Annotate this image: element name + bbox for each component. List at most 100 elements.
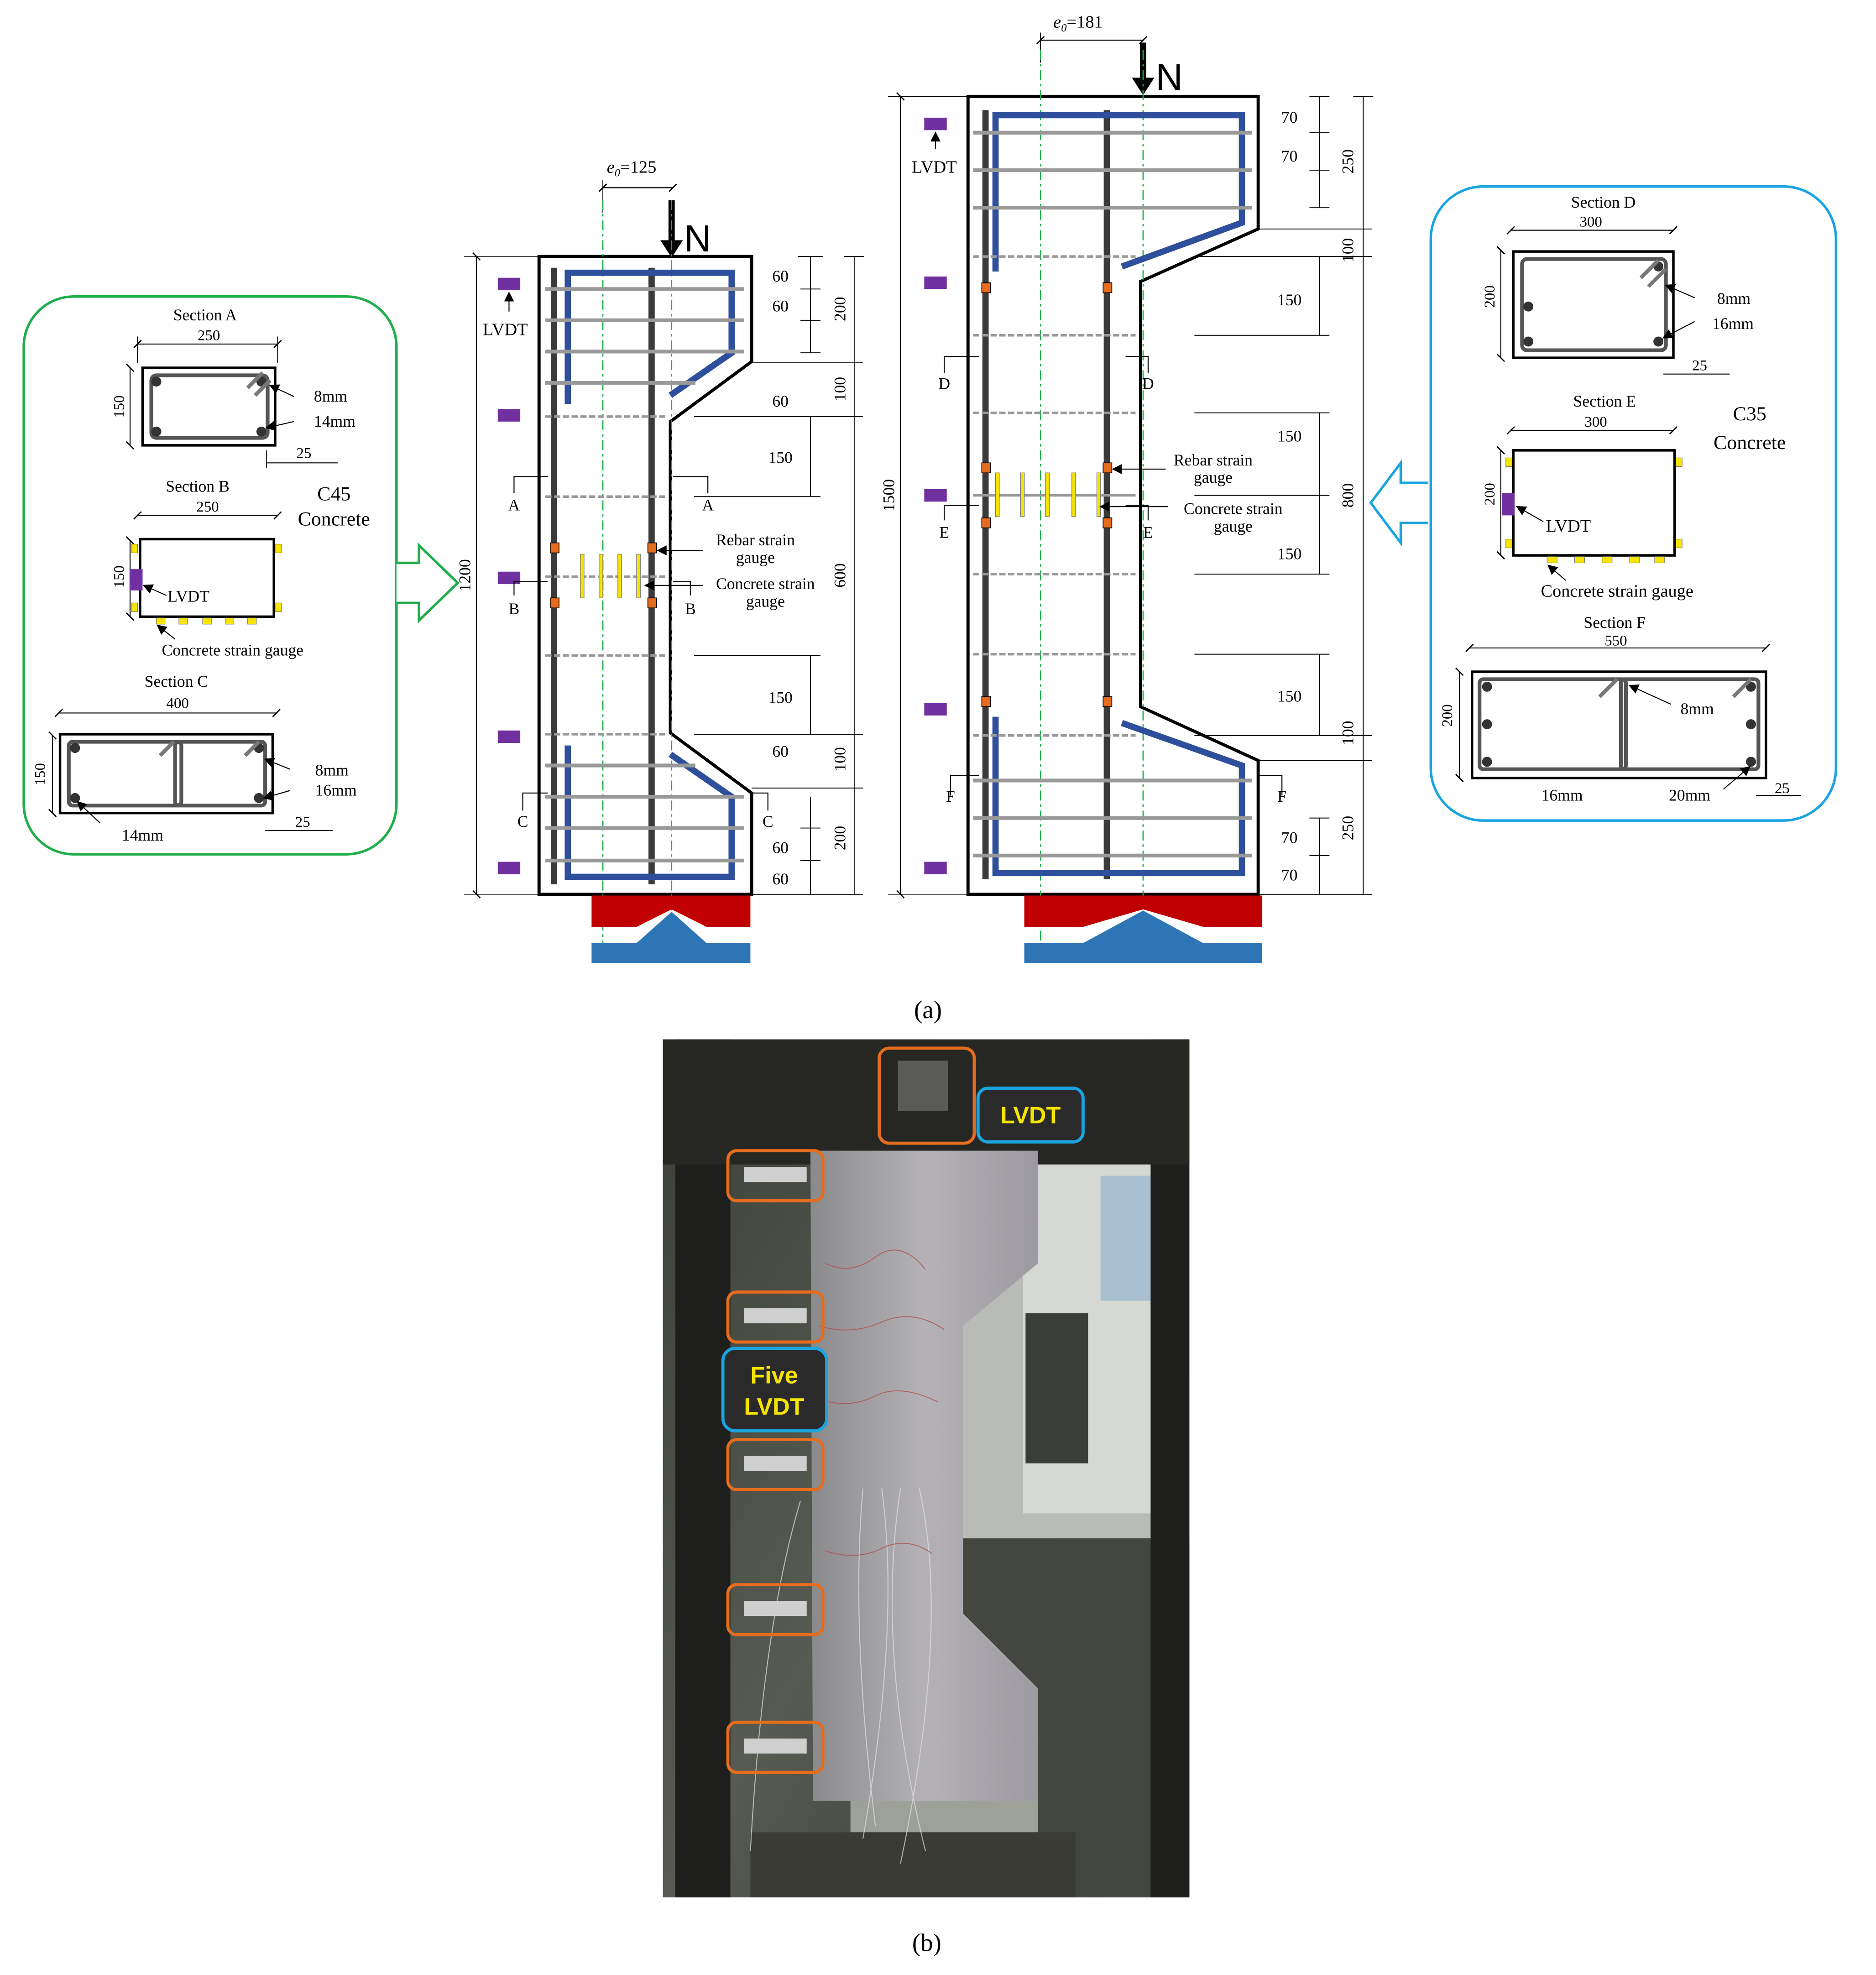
section-d-height: 200: [1482, 285, 1498, 308]
column-2-rebar-gauge-2: gauge: [1194, 468, 1233, 486]
dim-c1-10: 200: [831, 826, 849, 850]
column-1-total: 1200: [455, 559, 474, 591]
section-a-rebar: 14mm: [314, 412, 355, 430]
column-2-total: 1500: [880, 479, 898, 512]
section-f-title: Section F: [1583, 613, 1646, 632]
dim-c1-5: 150: [768, 448, 792, 466]
section-d-width: 300: [1579, 214, 1602, 230]
dim-c2-5: 150: [1277, 427, 1301, 445]
section-e-height: 200: [1482, 483, 1498, 505]
section-c-height: 150: [32, 763, 49, 785]
section-e-title: Section E: [1573, 392, 1636, 410]
left-material-grade: C45: [317, 483, 350, 505]
section-e-lvdt: LVDT: [1546, 517, 1591, 536]
dim-c1-2: 200: [831, 297, 849, 321]
section-a-width: 250: [198, 328, 220, 344]
cut-a-left: A: [508, 496, 520, 514]
column-2-eccentricity: e0=181: [1053, 13, 1103, 34]
cut-c-right: C: [763, 812, 773, 831]
dim-c1-8: 60: [772, 742, 789, 760]
section-f-height: 200: [1439, 704, 1456, 726]
column-2-concrete-gauge-1: Concrete strain: [1184, 500, 1283, 518]
section-e-width: 300: [1584, 414, 1607, 430]
column-1-rebar-gauge-1: Rebar strain: [716, 531, 795, 549]
section-a-cover: 25: [297, 445, 312, 461]
dim-c1-7: 150: [768, 688, 792, 706]
section-d-stirrup: 8mm: [1717, 289, 1751, 308]
section-b-width: 250: [196, 499, 219, 515]
cut-d-left: D: [938, 375, 950, 393]
dim-c2-10: 70: [1281, 828, 1298, 846]
section-e-gauge: Concrete strain gauge: [1541, 582, 1693, 601]
left-inset: Section A 250 150 8mm 14mm 25 C45 Concre…: [22, 295, 460, 856]
dim-c2-2: 250: [1338, 149, 1357, 173]
panel-b-label: (b): [912, 1929, 941, 1957]
section-a-height: 150: [111, 395, 127, 418]
dim-c1-6: 600: [831, 563, 849, 587]
section-f-width: 550: [1604, 632, 1627, 649]
section-a-title: Section A: [173, 306, 237, 324]
column-1-rebar-gauge-2: gauge: [736, 549, 775, 567]
column-1-load: N: [684, 218, 711, 260]
left-material-name: Concrete: [298, 508, 370, 530]
section-a-stirrup: 8mm: [314, 387, 348, 405]
column-1-concrete-gauge-2: gauge: [746, 592, 785, 610]
column-2-rebar-gauge-1: Rebar strain: [1174, 451, 1253, 469]
column-1-eccentricity: e0=125: [607, 157, 657, 179]
section-b-lvdt: LVDT: [167, 587, 209, 606]
panel-a-label: (a): [914, 996, 942, 1024]
cut-b-right: B: [685, 600, 696, 618]
dim-c2-11: 70: [1281, 866, 1298, 884]
column-1-lvdt-label: LVDT: [483, 320, 528, 340]
cut-d-right: D: [1142, 375, 1154, 393]
cut-e-left: E: [939, 523, 949, 542]
cut-f-right: F: [1277, 787, 1286, 805]
dim-c2-6: 800: [1338, 483, 1357, 507]
dim-c1-9: 100: [831, 747, 849, 771]
right-inset: Section D 300 200 8mm 16mm 25 C35 Concre…: [1369, 185, 1838, 822]
column-2: e0=181 N: [880, 13, 1374, 963]
section-c-title: Section C: [145, 672, 208, 690]
section-c: Section C 400 150 8mm 16mm 14mm 25: [32, 672, 357, 844]
section-f-rebar: 16mm: [1542, 786, 1583, 804]
section-c-cover: 25: [295, 814, 310, 831]
dim-c2-0: 70: [1281, 108, 1298, 126]
five-lvdt-tag: [721, 1347, 829, 1432]
dim-c2-3: 100: [1338, 238, 1357, 262]
cut-b-left: B: [509, 600, 520, 618]
dim-c1-11: 60: [772, 838, 789, 857]
dim-c1-1: 60: [772, 297, 789, 315]
section-d-rebar: 16mm: [1712, 314, 1754, 333]
section-d: Section D 300 200 8mm 16mm 25: [1482, 193, 1754, 375]
section-b: Section B 250 150 LVDT Concrete strain g…: [111, 477, 303, 659]
lvdt-marker: [1502, 493, 1515, 516]
section-c-stirrup: 8mm: [315, 761, 349, 779]
dim-c2-1: 70: [1281, 147, 1298, 165]
right-arrow-icon: [1369, 459, 1428, 547]
section-f: Section F 550 200 8mm 16mm 20mm 25: [1439, 613, 1801, 804]
section-d-cover: 25: [1692, 357, 1707, 374]
section-e: Section E 300 200 LVDT Concrete strain g…: [1482, 392, 1693, 601]
section-f-stirrup: 8mm: [1680, 700, 1714, 718]
section-b-gauge: Concrete strain gauge: [162, 641, 303, 659]
five-lvdt-tag-line2: LVDT: [744, 1394, 804, 1420]
section-f-rebar2: 20mm: [1669, 786, 1710, 804]
lvdt-tag: [976, 1087, 1085, 1144]
column-1-concrete-gauge-1: Concrete strain: [716, 575, 815, 593]
lvdt-marker: [130, 569, 143, 590]
right-material-grade: C35: [1733, 403, 1766, 425]
lvdt-tag-text: LVDT: [1000, 1102, 1061, 1129]
column-2-lvdt-label: LVDT: [912, 157, 957, 177]
section-c-rebar: 16mm: [315, 781, 357, 799]
section-f-cover: 25: [1775, 780, 1790, 797]
dim-c1-4: 60: [772, 392, 789, 410]
dim-c2-8: 150: [1277, 687, 1301, 705]
cut-f-left: F: [946, 787, 955, 805]
section-c-rebar2: 14mm: [122, 826, 163, 844]
dim-c1-3: 100: [831, 377, 849, 401]
right-material-name: Concrete: [1714, 432, 1786, 454]
cut-a-right: A: [702, 496, 714, 514]
left-arrow-icon: [396, 542, 460, 624]
dim-c1-0: 60: [772, 267, 789, 285]
